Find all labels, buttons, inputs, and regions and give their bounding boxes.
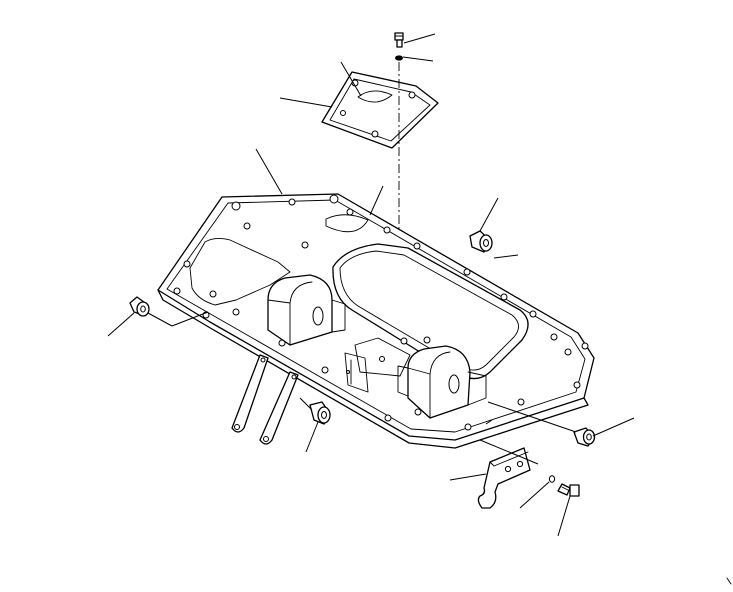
- bushing-lower-right: [573, 427, 596, 447]
- bushing-lower-center: [309, 401, 331, 425]
- center-bracket: [344, 352, 369, 393]
- corner-mark: [726, 577, 732, 585]
- bushing-left: [129, 296, 150, 317]
- pivot-boss-right: [397, 345, 487, 419]
- link-arm-left: [231, 354, 269, 433]
- bracket-plate: [477, 447, 531, 509]
- washer-bottom: [548, 475, 556, 483]
- bushing-upper-right: [469, 230, 493, 253]
- pivot-boss-left: [267, 274, 346, 346]
- washer-top: [395, 55, 403, 61]
- cover-plate: [321, 71, 439, 149]
- bolt-bottom: [557, 483, 580, 497]
- leader-lines: [107, 33, 635, 537]
- bolt-top: [394, 32, 404, 48]
- floor-frame-plate: [157, 193, 595, 449]
- link-arm-right: [259, 371, 299, 445]
